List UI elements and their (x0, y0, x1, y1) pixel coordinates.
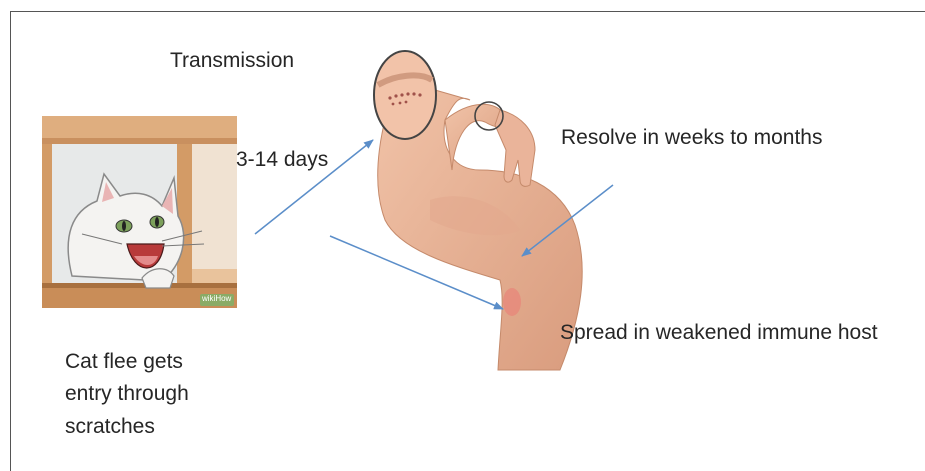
arm-illustration (374, 51, 582, 370)
spread-label: Spread in weakened immune host (560, 317, 925, 349)
entry-label-line3: scratches (65, 411, 155, 443)
incubation-label: 3-14 days (236, 144, 328, 176)
resolve-label: Resolve in weeks to months (561, 122, 822, 154)
entry-label-line1: Cat flee gets (65, 346, 183, 378)
transmission-label: Transmission (170, 45, 294, 77)
entry-label-line2: entry through (65, 378, 189, 410)
